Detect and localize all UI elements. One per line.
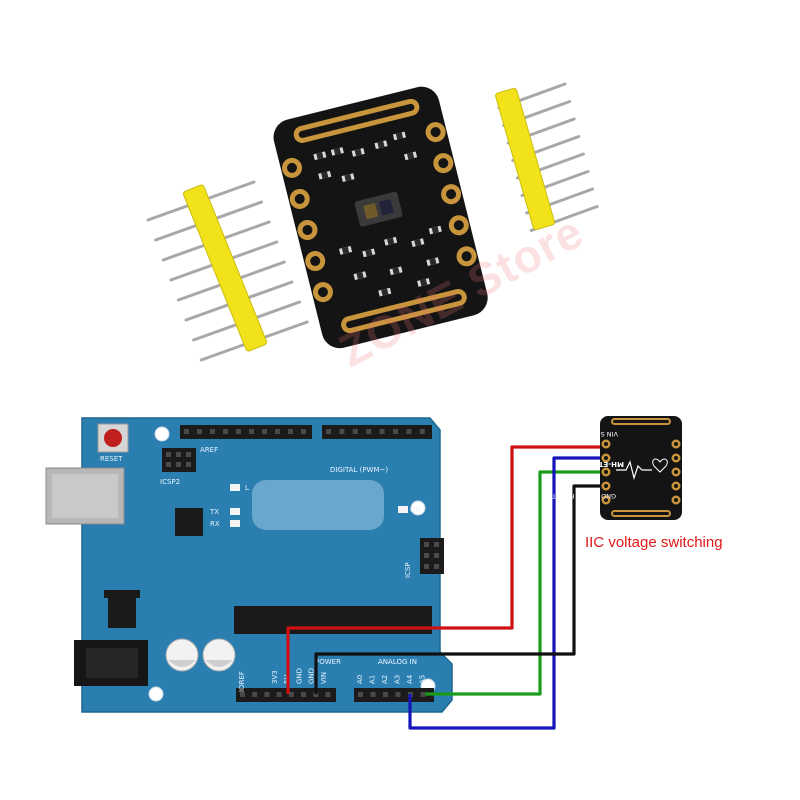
on-label: ON: [410, 506, 421, 514]
iic-voltage-caption: IIC voltage switching: [585, 534, 723, 551]
header-socket: [395, 692, 401, 697]
power-header: [236, 688, 336, 702]
aref-label: AREF: [200, 446, 218, 454]
header-socket: [301, 692, 306, 697]
header-socket: [236, 429, 241, 434]
header-socket: [352, 429, 358, 434]
header-socket: [197, 429, 202, 434]
wire-bundle: [286, 445, 606, 730]
icsp-label: ICSP: [404, 562, 412, 578]
power-pin-label: GND: [308, 668, 316, 684]
wire-sda: [425, 470, 606, 696]
icsp-header: [420, 538, 444, 574]
digital-header-2: [322, 425, 432, 439]
header-socket: [288, 429, 293, 434]
header-socket: [370, 692, 376, 697]
power-pin-label: GND: [295, 668, 303, 684]
power-label: POWER: [315, 658, 341, 666]
l-label: L: [245, 484, 249, 492]
reset-label: RESET: [100, 455, 123, 463]
module-top-pins-label: GND SD IRD RD INT: [552, 492, 616, 500]
header-socket: [252, 692, 258, 697]
header-socket: [262, 429, 267, 434]
icsp2-header: [162, 448, 196, 472]
digital-label: DIGITAL (PWM~): [330, 466, 388, 474]
board-logo: [252, 480, 384, 530]
ioref-label: IOREF: [238, 671, 246, 692]
wire-scl: [408, 456, 606, 730]
power-pin-label: 3V3: [271, 670, 279, 684]
header-socket: [276, 692, 282, 697]
voltage-regulator: [108, 596, 136, 628]
header-socket: [288, 692, 294, 697]
heartbeat-icon: [616, 460, 652, 481]
arduino-uno-board: RESET ICSP2 AREF DIGITAL (PWM~) L TX RX …: [45, 417, 453, 713]
analog-pin-label: A1: [369, 675, 377, 684]
module-pads: [281, 122, 477, 303]
analog-header: [354, 688, 434, 702]
capacitors: [165, 638, 236, 672]
wire-vin: [286, 445, 606, 694]
header-socket: [419, 429, 425, 434]
header-socket: [358, 692, 363, 697]
analog-pin-label: A0: [356, 675, 364, 684]
digital-header-1: [180, 425, 312, 439]
header-socket: [264, 692, 270, 697]
header-socket: [406, 429, 412, 434]
analog-pin-label: A4: [406, 674, 414, 684]
module-model-label: MH-ET LIVE: [579, 460, 624, 468]
header-socket: [326, 429, 331, 434]
header-socket: [249, 429, 254, 434]
smd-components: [313, 131, 442, 297]
pin-header-left: [146, 180, 309, 362]
analog-label: ANALOG IN: [378, 658, 417, 666]
header-socket: [210, 429, 215, 434]
usb-chip: [175, 508, 203, 536]
header-socket: [184, 429, 189, 434]
module-bottom-pins-label: VIN SDA SCL GND: [560, 430, 618, 438]
tx-label: TX: [209, 508, 219, 516]
wire-gnd: [314, 484, 606, 694]
analog-pin-label: A2: [381, 675, 389, 684]
header-socket: [420, 692, 426, 697]
rx-label: RX: [210, 520, 220, 528]
sensor-module-large: [273, 86, 488, 349]
header-socket: [301, 429, 306, 434]
analog-pin-label: A3: [394, 675, 402, 684]
atmega-chip: [234, 606, 432, 634]
reset-button: [97, 423, 129, 453]
header-socket: [366, 429, 372, 434]
header-socket: [313, 692, 319, 697]
analog-pin-label: A5: [419, 675, 427, 684]
header-socket: [393, 429, 398, 434]
header-socket: [379, 429, 385, 434]
heart-icon: [652, 458, 668, 473]
icsp2-label: ICSP2: [160, 478, 180, 486]
sensor-module-small: GND SD IRD RD INT MH-ET LIVE VIN SDA SCL…: [552, 416, 682, 520]
header-socket: [383, 692, 388, 697]
header-socket: [339, 429, 345, 434]
pin-header-right: [495, 82, 599, 232]
header-socket: [275, 429, 280, 434]
header-socket: [325, 692, 331, 697]
power-pin-label: VIN: [320, 672, 328, 684]
header-socket: [240, 692, 245, 697]
header-socket: [223, 429, 228, 434]
